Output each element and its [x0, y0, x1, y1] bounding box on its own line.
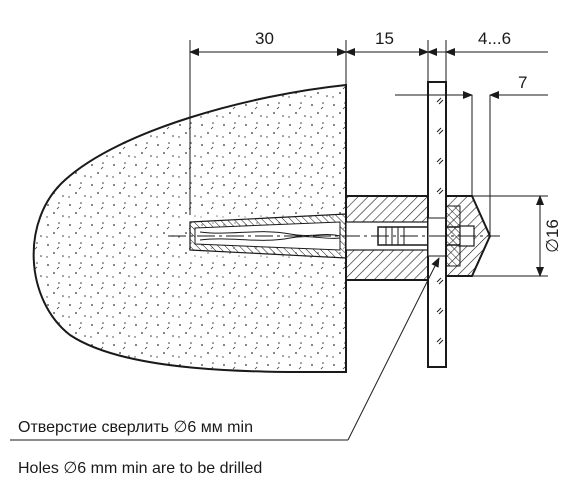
dim-label-4-6: 4...6	[478, 29, 511, 48]
glass-pane	[427, 81, 447, 368]
dim-label-7: 7	[518, 73, 527, 92]
dim-label-30: 30	[255, 29, 274, 48]
note-english: Holes ∅6 mm min are to be drilled	[18, 460, 262, 477]
dim-label-15: 15	[375, 29, 394, 48]
note-russian: Отверстие сверлить ∅6 мм min	[18, 419, 253, 436]
extension-lines	[189, 40, 548, 277]
dim-label-diameter-16: ∅16	[543, 219, 563, 253]
leader-line	[10, 257, 440, 441]
